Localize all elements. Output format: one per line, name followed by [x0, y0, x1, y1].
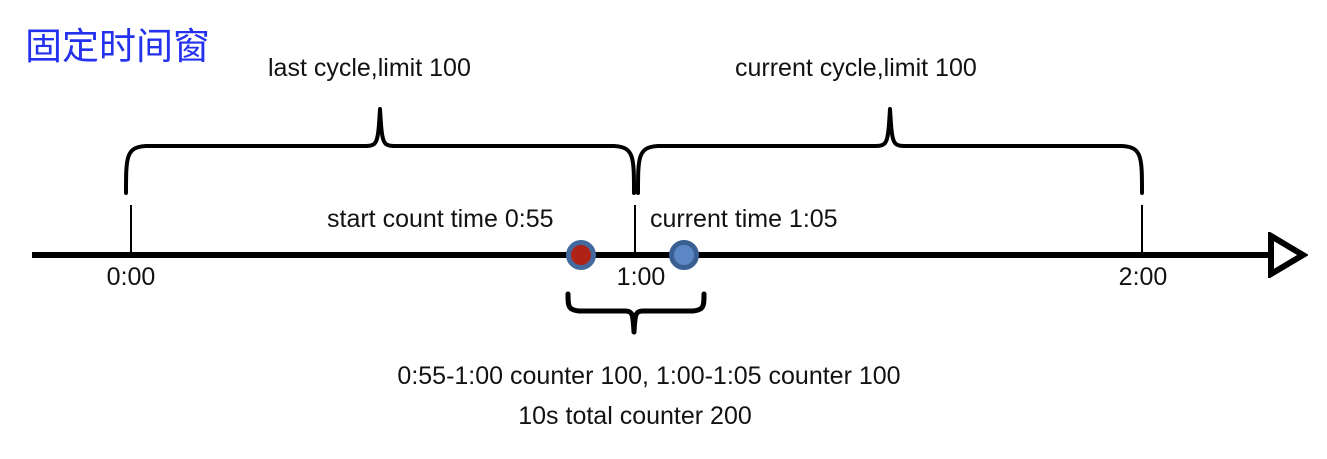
current-time-label: current time 1:05	[650, 205, 838, 233]
last-cycle-label: last cycle,limit 100	[268, 54, 471, 82]
page-title: 固定时间窗	[25, 25, 210, 68]
start-count-time-label: start count time 0:55	[327, 205, 554, 233]
last-cycle-brace	[124, 107, 636, 195]
axis-tick-120	[1141, 205, 1143, 255]
footnote-counters: 0:55-1:00 counter 100, 1:00-1:05 counter…	[397, 362, 901, 390]
start-count-marker	[566, 240, 596, 270]
axis-tick-0	[130, 205, 132, 255]
axis-tick-label-120: 2:00	[1118, 263, 1168, 291]
axis-tick-label-0: 0:00	[106, 263, 156, 291]
axis-tick-label-60: 1:00	[616, 263, 666, 291]
counted-window-brace	[565, 291, 707, 335]
current-cycle-brace	[636, 107, 1144, 195]
footnote-total: 10s total counter 200	[518, 402, 752, 430]
current-cycle-label: current cycle,limit 100	[735, 54, 977, 82]
timeline-axis	[32, 252, 1272, 258]
current-time-marker	[669, 240, 699, 270]
axis-tick-60	[634, 205, 636, 255]
right-arrow-triangle-icon	[1268, 232, 1308, 278]
